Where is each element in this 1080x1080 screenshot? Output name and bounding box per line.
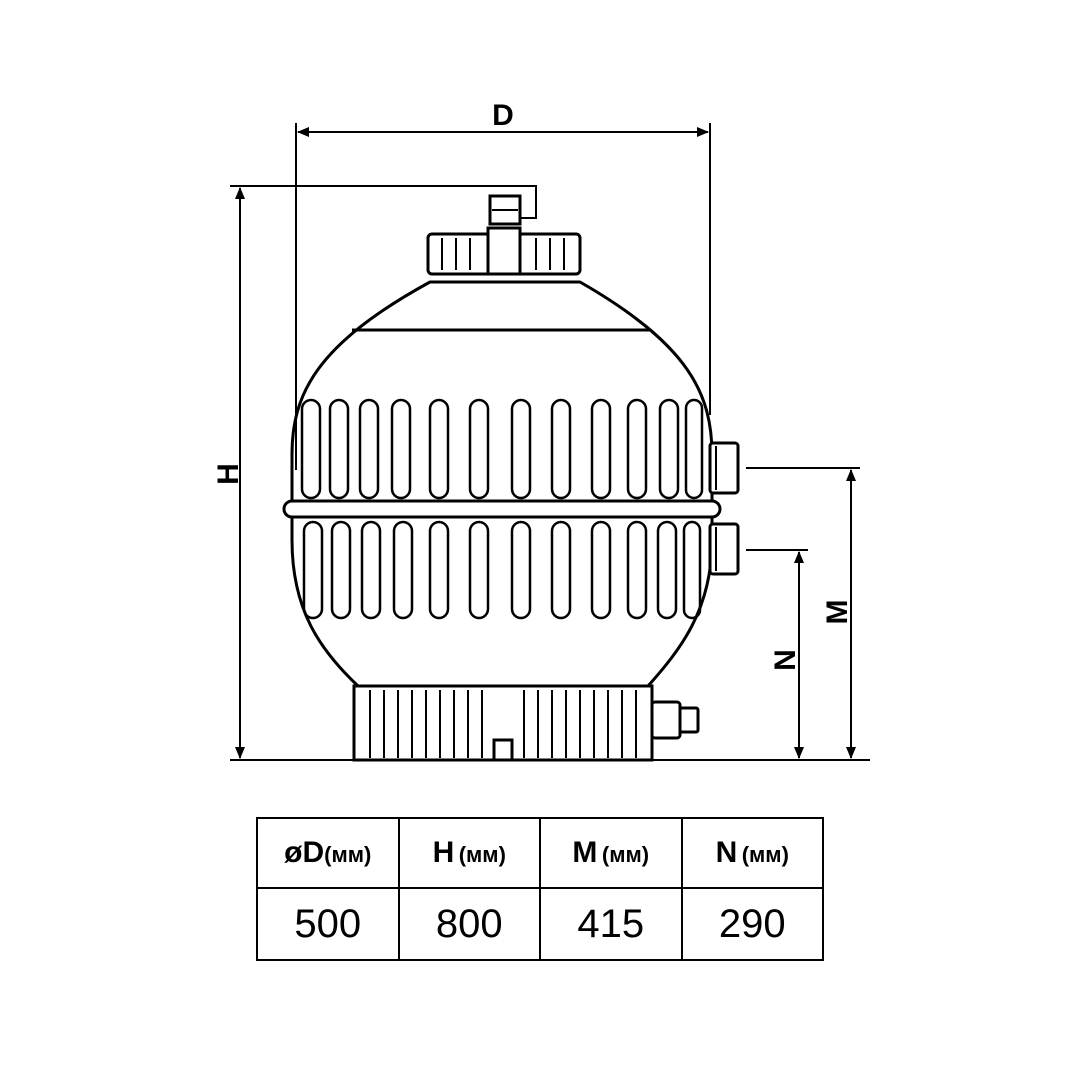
side-ports (708, 441, 740, 576)
header-cell-diameter: øD(мм) (256, 817, 400, 889)
clamp-ring (282, 499, 722, 519)
header-cell-height: H (мм) (397, 817, 541, 889)
value-n: 290 (680, 887, 824, 961)
header-cell-m: M (мм) (539, 817, 683, 889)
m-dimension-label: M (821, 600, 854, 625)
value-height: 800 (397, 887, 541, 961)
table-row: 500 800 415 290 (256, 887, 824, 961)
tank-shell (290, 280, 714, 688)
lid-center-neck (486, 226, 522, 276)
dimensions-table: øD(мм) H (мм) M (мм) N (мм) 500 800 415 … (256, 817, 824, 961)
table-header-row: øD(мм) H (мм) M (мм) N (мм) (256, 817, 824, 889)
filter-tank (282, 194, 722, 688)
lid-grip-lines (441, 238, 565, 270)
tank-base (352, 684, 700, 762)
filter-dimension-drawing: D H M N (212, 99, 870, 762)
upper-port (708, 441, 740, 495)
n-dimension-label: N (769, 649, 802, 671)
h-dimension-label: H (212, 463, 245, 485)
dimension-lines (230, 123, 870, 761)
lower-port (708, 522, 740, 576)
drain-plug (650, 700, 682, 740)
d-dimension-label: D (492, 99, 514, 132)
tank-ribs-upper (300, 398, 704, 500)
value-diameter: 500 (256, 887, 400, 961)
value-m: 415 (539, 887, 683, 961)
tank-ribs-lower (302, 520, 702, 620)
header-cell-n: N (мм) (680, 817, 824, 889)
